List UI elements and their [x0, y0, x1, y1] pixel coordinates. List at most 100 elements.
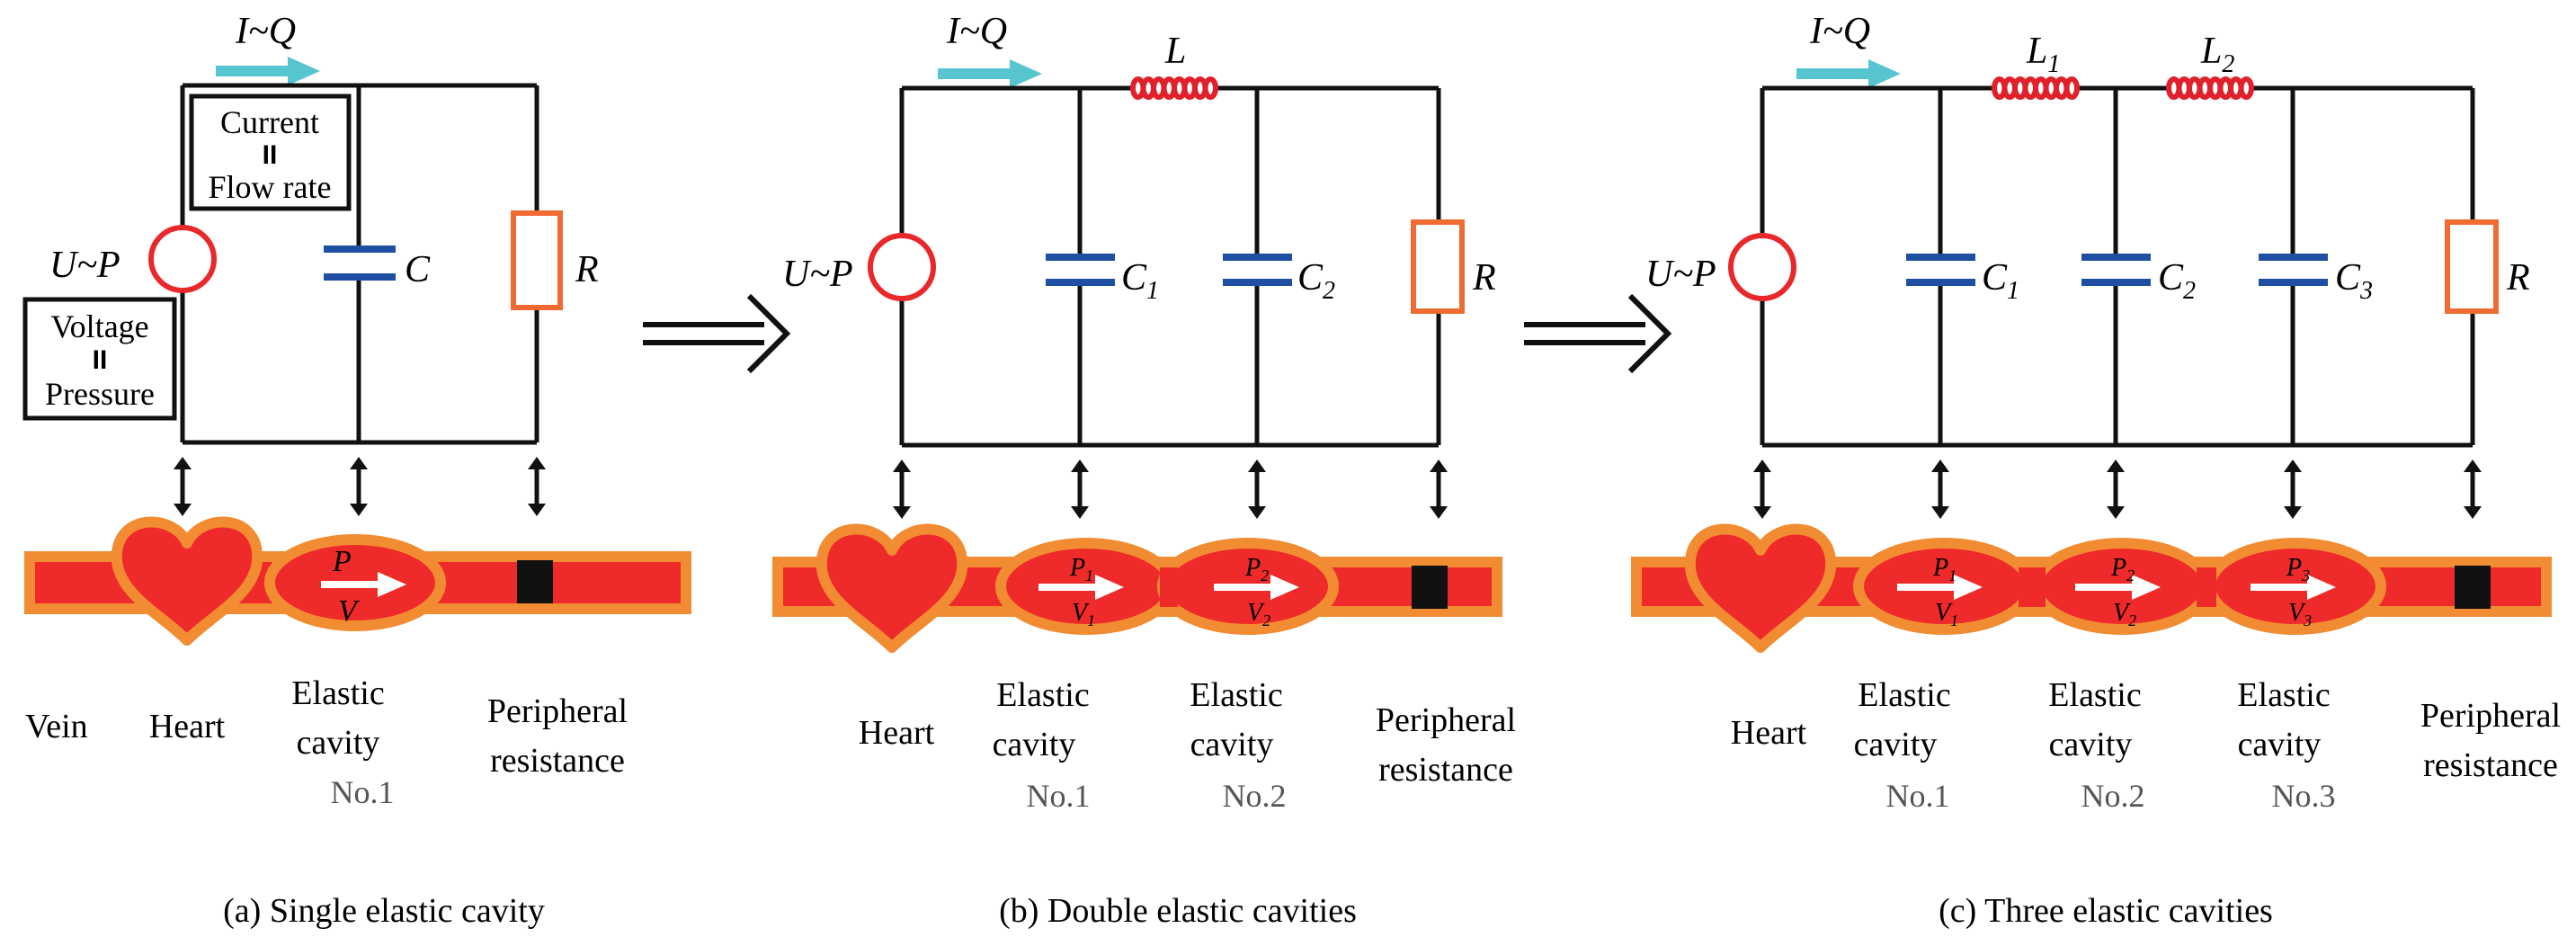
- capacitor-icon: [1046, 254, 1292, 286]
- resistance-block-icon: [1412, 566, 1448, 609]
- current-arrow-icon: [216, 57, 320, 85]
- ind1-label: L1: [2026, 31, 2060, 78]
- cap2-label: C2: [2158, 257, 2196, 305]
- label-cavity-l1: Elastic: [291, 674, 384, 712]
- label-cav1-no: No.1: [1886, 778, 1950, 814]
- svg-text:V1: V1: [1072, 599, 1095, 629]
- label-cav1-l2: cavity: [1854, 726, 1938, 763]
- svg-text:P3: P3: [2286, 554, 2310, 585]
- double-arrow-icon: [1753, 460, 2482, 519]
- label-periph-l1: Peripheral: [487, 692, 628, 730]
- label-heart: Heart: [859, 714, 935, 752]
- caption-b: (b) Double elastic cavities: [999, 892, 1357, 930]
- cap2-label: C2: [1297, 257, 1335, 305]
- label-cav2-l1: Elastic: [1190, 676, 1282, 714]
- box-current-flowrate: Current II Flow rate: [189, 94, 352, 211]
- resistor-icon: [511, 210, 563, 310]
- label-cavity-no: No.1: [331, 774, 395, 810]
- svg-text:II: II: [263, 140, 278, 170]
- double-arrow-icon: [893, 460, 1448, 519]
- label-periph-l2: resistance: [490, 742, 625, 780]
- label-cav1-l1: Elastic: [996, 676, 1089, 714]
- current-arrow-icon: [1796, 59, 1901, 88]
- capacitor-icon: [324, 245, 396, 281]
- caption-a: (a) Single elastic cavity: [223, 892, 545, 930]
- circuit-wires: [899, 85, 1441, 448]
- caption-c: (c) Three elastic cavities: [1939, 892, 2273, 930]
- label-cav2-l2: cavity: [1190, 726, 1274, 763]
- label-cav3-l2: cavity: [2238, 726, 2322, 763]
- voltage-source-icon: [1728, 233, 1796, 301]
- svg-text:Pressure: Pressure: [45, 376, 155, 412]
- svg-text:V1: V1: [1935, 599, 1958, 629]
- label-cav2-l1: Elastic: [2048, 676, 2141, 714]
- heart-icon: [1690, 530, 1831, 647]
- current-label: I~Q: [235, 11, 296, 52]
- inductor-icon: [1130, 76, 1218, 100]
- svg-text:II: II: [93, 345, 108, 375]
- cap1-label: C1: [1121, 257, 1159, 305]
- label-cav3-no: No.3: [2272, 778, 2336, 814]
- label-cav1-no: No.1: [1027, 778, 1091, 814]
- label-cavity-l2: cavity: [297, 724, 380, 762]
- heart-icon: [117, 522, 257, 640]
- label-periph-l2: resistance: [2423, 746, 2558, 784]
- ind-label: L: [1164, 31, 1186, 72]
- cap3-label: C3: [2335, 257, 2373, 305]
- voltage-source-icon: [868, 233, 936, 301]
- source-label: U~P: [782, 254, 853, 295]
- label-cav1-l2: cavity: [993, 726, 1076, 763]
- resistance-block-icon: [517, 560, 553, 603]
- svg-text:V2: V2: [1247, 599, 1270, 629]
- voltage-source-icon: [148, 225, 217, 293]
- panel-b: I~Q L U~P C1 C2: [772, 11, 1516, 930]
- res-label: R: [1472, 257, 1496, 299]
- vessel: P V: [24, 522, 691, 640]
- circuit-wires: [180, 83, 539, 445]
- current-arrow-icon: [938, 59, 1042, 88]
- svg-text:V2: V2: [2113, 599, 2136, 629]
- label-periph-l2: resistance: [1378, 751, 1513, 789]
- label-heart: Heart: [149, 708, 226, 745]
- svg-text:Flow rate: Flow rate: [209, 169, 332, 205]
- label-periph-l1: Peripheral: [2420, 697, 2561, 735]
- vessel: P1 V1 P2 V2: [772, 530, 1502, 647]
- box-voltage-pressure: Voltage II Pressure: [22, 297, 177, 421]
- svg-text:P1: P1: [1932, 554, 1957, 585]
- label-cav2-no: No.2: [2081, 778, 2145, 814]
- heart-icon: [822, 530, 962, 647]
- capacitor-icon: [1906, 254, 2328, 286]
- svg-text:P: P: [332, 545, 352, 578]
- svg-text:P1: P1: [1069, 554, 1093, 585]
- res-label: R: [2506, 257, 2530, 299]
- label-cav2-no: No.2: [1223, 778, 1287, 814]
- current-label: I~Q: [1809, 11, 1870, 52]
- label-vein: Vein: [25, 708, 88, 745]
- resistance-block-icon: [2455, 566, 2491, 609]
- svg-text:P2: P2: [2110, 554, 2135, 585]
- circuit-wires: [1760, 85, 2475, 448]
- implies-arrow-icon: [1524, 296, 1668, 371]
- label-periph-l1: Peripheral: [1376, 701, 1516, 739]
- label-cav2-l2: cavity: [2049, 726, 2133, 763]
- svg-text:P2: P2: [1244, 554, 1269, 585]
- label-cav1-l1: Elastic: [1858, 676, 1950, 714]
- label-cav3-l1: Elastic: [2237, 676, 2330, 714]
- panel-a: I~Q U~P C R Current II Flow: [22, 11, 691, 930]
- panel-c: I~Q L1 L2 U~P: [1631, 11, 2561, 930]
- resistor-icon: [2445, 219, 2499, 314]
- svg-text:Voltage: Voltage: [50, 308, 148, 344]
- ind2-label: L2: [2200, 31, 2234, 78]
- inductor-icon: [1992, 76, 2254, 100]
- cap1-label: C1: [1982, 257, 2019, 305]
- source-label: U~P: [1645, 254, 1716, 295]
- source-label: U~P: [49, 245, 120, 286]
- vessel: P1 V1 P2 V2 P3 V3: [1631, 530, 2552, 647]
- current-label: I~Q: [946, 11, 1007, 52]
- res-label: R: [575, 249, 599, 290]
- implies-arrow-icon: [643, 296, 787, 371]
- cap-label: C: [405, 249, 431, 290]
- label-heart: Heart: [1731, 714, 1807, 752]
- resistor-icon: [1411, 219, 1465, 314]
